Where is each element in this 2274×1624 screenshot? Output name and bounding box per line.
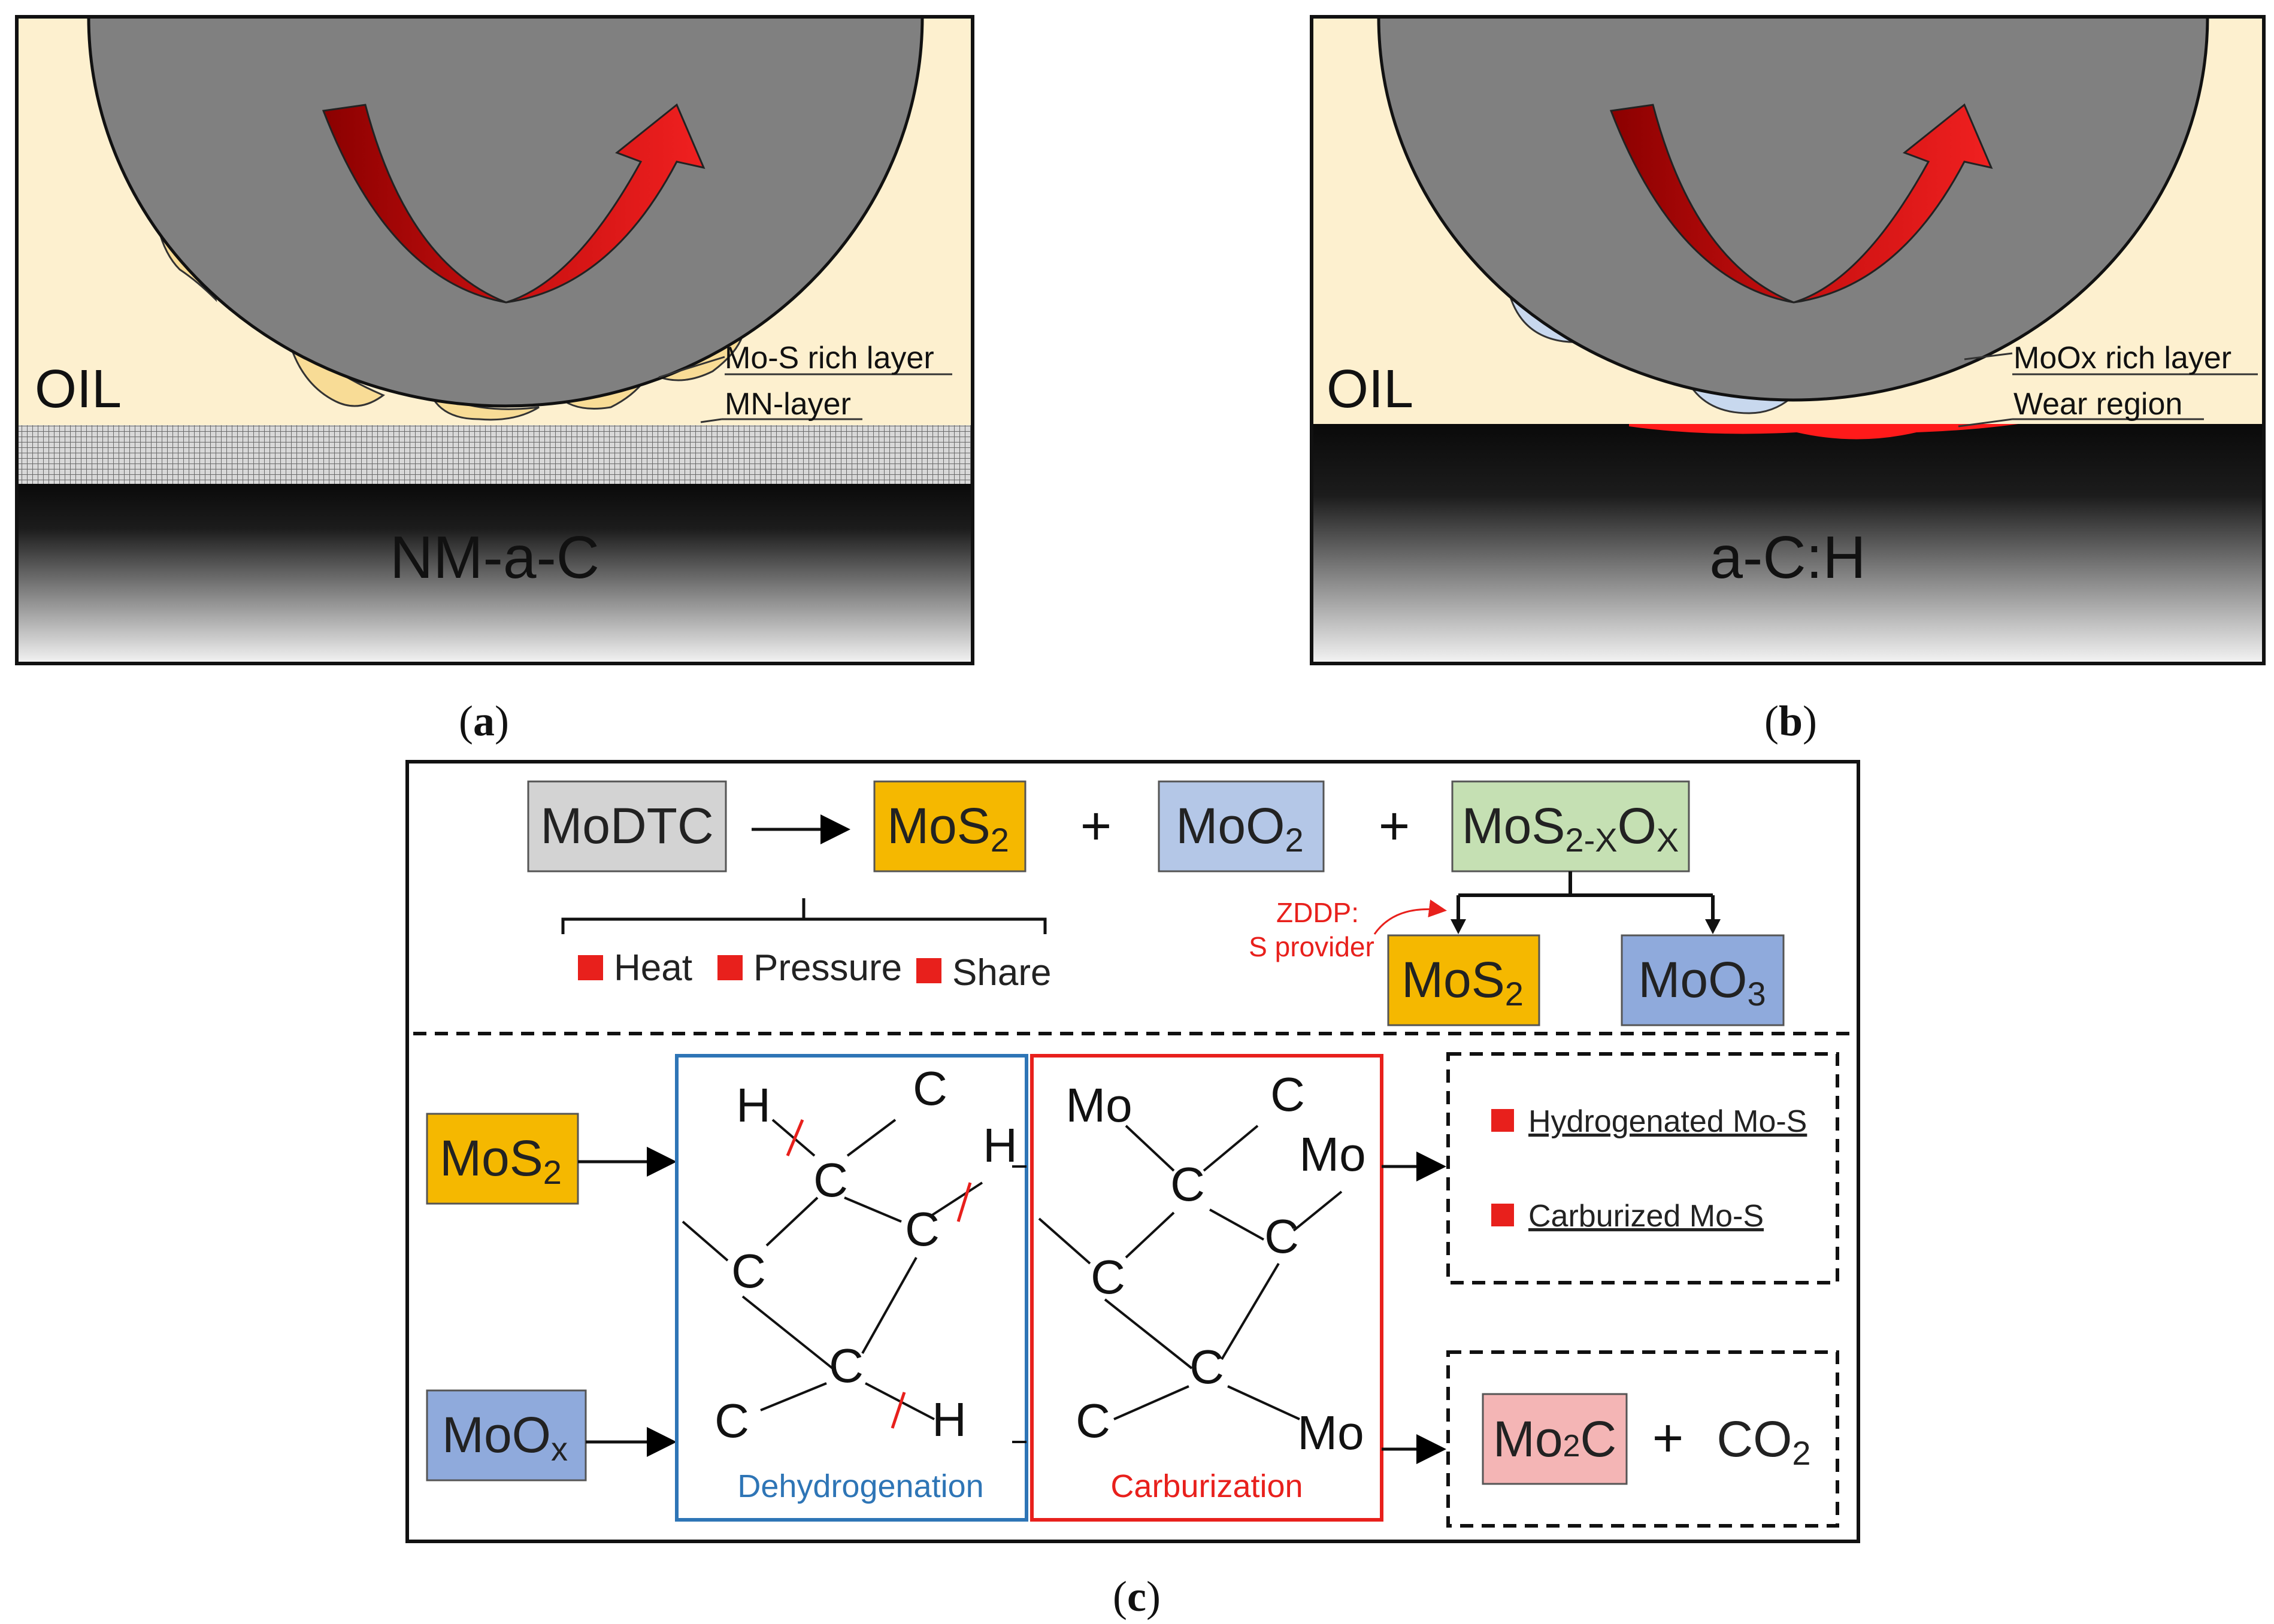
mo2c-products-box	[1446, 1350, 1839, 1528]
carburization-box	[1030, 1054, 1383, 1522]
mos2-box-top	[873, 780, 1027, 872]
panel-a: OIL NM-a-C Mo-S rich layer MN-layer (a)	[15, 15, 974, 745]
substrate-a	[17, 484, 973, 663]
mos2-box-product	[1387, 934, 1540, 1026]
caption-b: (b)	[1764, 697, 1817, 745]
svg-text:C: C	[913, 1062, 947, 1115]
substrate-label-b: a-C:H	[1709, 524, 1866, 591]
svg-text:C: C	[1270, 1068, 1305, 1121]
mos2-x-ox-label: MoS2-XOX	[1462, 798, 1679, 859]
mos2-box-bottom	[426, 1113, 579, 1205]
panel-c-frame	[405, 760, 1860, 1543]
panel-b: OIL a-C:H MoOx rich layer Wear region (b…	[1310, 15, 2266, 745]
svg-text:C: C	[1264, 1210, 1299, 1263]
dehydrogenation-bonds	[682, 1119, 1027, 1443]
oil-label-b: OIL	[1327, 359, 1413, 419]
dehydrogenation-box	[675, 1054, 1028, 1522]
svg-text:C: C	[1076, 1394, 1110, 1447]
mo2c-label: Mo2C	[1493, 1411, 1616, 1467]
moo2-box	[1158, 780, 1325, 872]
zddp-arrow	[1373, 899, 1447, 935]
ball-b	[1377, 17, 2209, 402]
dehydrogenation-label: Dehydrogenation	[737, 1468, 983, 1504]
svg-text:C: C	[813, 1153, 848, 1207]
mos2-label-bottom: MoS2	[440, 1130, 562, 1191]
moox-box	[426, 1389, 587, 1481]
split-tree	[1457, 871, 1715, 925]
svg-text:C: C	[829, 1339, 864, 1392]
svg-text:C: C	[731, 1244, 766, 1298]
caption-c: (c)	[1113, 1573, 1161, 1620]
moox-layer-label: MoOx rich layer	[2013, 341, 2231, 375]
zddp-label-2: S provider	[1249, 931, 1374, 962]
heat-bullet	[578, 955, 603, 980]
cut-marks-left	[786, 1119, 972, 1429]
plus-1: +	[1080, 796, 1112, 856]
mos2-label-product: MoS2	[1401, 952, 1524, 1013]
dehydrogenation-atoms: H C H C C C C C H	[714, 1062, 1018, 1447]
hydrogenated-label: Hydrogenated Mo-S	[1528, 1104, 1807, 1139]
rotation-arrow-b	[1609, 103, 1993, 304]
svg-text:C: C	[714, 1394, 749, 1447]
svg-text:Mo: Mo	[1299, 1128, 1365, 1181]
carburization-bonds	[1038, 1125, 1343, 1420]
svg-text:Mo: Mo	[1297, 1406, 1364, 1459]
modtc-box	[527, 780, 727, 872]
mo-s-products-box	[1446, 1052, 1839, 1284]
mo2c-box	[1482, 1393, 1628, 1485]
share-label: Share	[952, 952, 1051, 993]
carburized-label: Carburized Mo-S	[1528, 1199, 1764, 1234]
ball	[87, 17, 924, 408]
carburization-label: Carburization	[1110, 1468, 1303, 1504]
substrate-b	[1312, 424, 2264, 663]
moo3-label: MoO3	[1638, 952, 1766, 1013]
oil-label-a: OIL	[35, 359, 122, 419]
moo3-box	[1621, 934, 1785, 1026]
moo2-label: MoO2	[1176, 798, 1303, 859]
wear-region	[1629, 424, 2018, 440]
mo-s-layer-label: Mo-S rich layer	[725, 341, 934, 375]
svg-text:C: C	[1189, 1340, 1224, 1393]
pressure-bullet	[717, 955, 743, 980]
svg-text:C: C	[1091, 1250, 1125, 1304]
panel-b-frame	[1310, 15, 2266, 665]
panel-a-frame	[15, 15, 974, 665]
mn-layer	[17, 425, 973, 485]
mn-layer-label: MN-layer	[725, 387, 851, 422]
plus-2: +	[1379, 796, 1410, 856]
svg-text:C: C	[905, 1202, 940, 1256]
modtc-label: MoDTC	[540, 798, 713, 854]
mos2-label-top: MoS2	[887, 798, 1009, 859]
panel-c: MoDTC MoS2 + MoO2 + MoS2-XOX Heat Pressu…	[405, 760, 1860, 1543]
moox-label: MoOx	[442, 1407, 568, 1468]
caption-a: (a)	[459, 697, 509, 745]
pressure-label: Pressure	[753, 947, 902, 989]
carburized-bullet	[1491, 1204, 1514, 1226]
co2-label: CO2	[1716, 1411, 1810, 1472]
rotation-arrow	[322, 103, 705, 304]
svg-text:C: C	[1170, 1158, 1205, 1211]
wear-region-label: Wear region	[2013, 387, 2182, 422]
svg-text:Mo: Mo	[1065, 1078, 1132, 1132]
carburization-atoms: Mo C Mo C C C C C Mo	[1065, 1068, 1365, 1459]
heat-label: Heat	[614, 947, 692, 989]
svg-text:H: H	[983, 1119, 1018, 1172]
svg-text:H: H	[932, 1393, 967, 1446]
svg-text:H: H	[736, 1078, 771, 1132]
hydrogenated-bullet	[1491, 1109, 1514, 1132]
share-bullet	[916, 958, 941, 983]
conditions-brace	[561, 898, 1047, 934]
plus-bottom: +	[1652, 1408, 1684, 1468]
zddp-label-1: ZDDP:	[1276, 897, 1359, 928]
mos2-x-ox-box	[1451, 780, 1690, 872]
substrate-label-a: NM-a-C	[390, 524, 599, 591]
